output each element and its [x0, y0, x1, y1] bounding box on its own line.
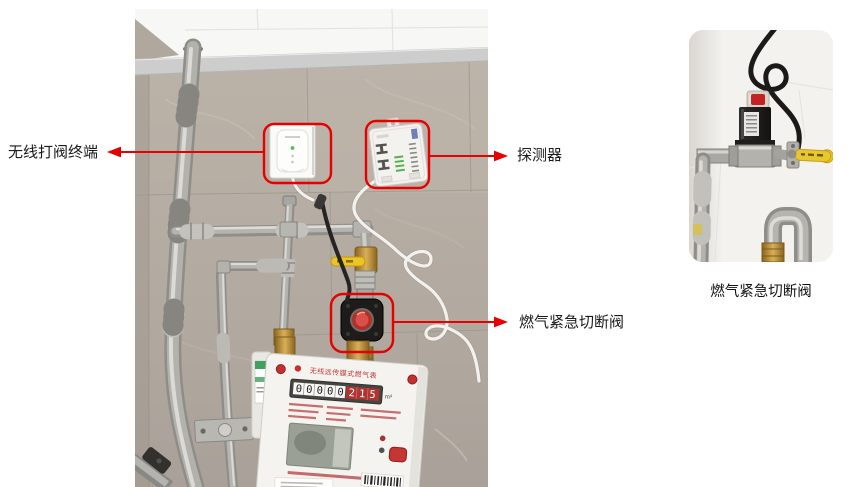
meter-brand-logo [294, 365, 302, 372]
corner-pipe-clamp [135, 447, 174, 487]
label-wireless-valve-terminal: 无线打阀终端 [8, 144, 99, 161]
ceiling [135, 9, 488, 76]
valve-closeup-scene [689, 30, 833, 262]
meter-red-text-line [287, 470, 362, 480]
meter-lcd [285, 422, 354, 471]
closeup-u-pipe [761, 207, 812, 262]
meter-red-button [388, 446, 408, 463]
installation-photo: 无线远传膜式燃气表 00000 215 m³ [135, 9, 488, 487]
arrowhead-valve [494, 316, 508, 328]
meter-barcode [360, 472, 405, 487]
meter-stickers [274, 477, 334, 487]
closeup-yellow-handle [794, 148, 833, 164]
gas-meter: 无线远传膜式燃气表 00000 215 m³ [251, 336, 429, 487]
meter-odometer: 00000 215 m³ [289, 378, 392, 405]
handle-pivot [787, 149, 797, 159]
arrowhead-terminal [107, 146, 121, 158]
closeup-caption: 燃气紧急切断阀 [710, 284, 812, 300]
pipe-yellow-tag [693, 224, 702, 235]
valve-closeup-photo [689, 30, 833, 262]
meter-outlet-fitting [346, 340, 370, 362]
closeup-solenoid-valve [735, 90, 775, 146]
wireless-valve-terminal-device [269, 123, 316, 179]
meter-unit: m³ [385, 394, 392, 401]
meter-body: 无线远传膜式燃气表 00000 215 m³ [256, 353, 429, 487]
detector-blue-mark [410, 128, 419, 140]
arrowhead-detector [494, 150, 508, 162]
closeup-pipes [692, 141, 800, 262]
meter-spec-text [288, 402, 401, 422]
installation-photo-scene: 无线远传膜式燃气表 00000 215 m³ [135, 9, 488, 487]
label-emergency-valve: 燃气紧急切断阀 [519, 314, 625, 331]
meter-reading-red: 215 [348, 387, 380, 401]
valve-red-indicator [751, 94, 765, 105]
terminal-led [290, 146, 295, 150]
label-detector: 探测器 [517, 147, 563, 164]
pipe-bracket [194, 417, 254, 443]
meter-seal-right [407, 374, 418, 385]
closeup-valve-cable [748, 30, 802, 161]
meter-seal-left [275, 364, 286, 375]
meter-reading-black: 00000 [295, 383, 348, 399]
